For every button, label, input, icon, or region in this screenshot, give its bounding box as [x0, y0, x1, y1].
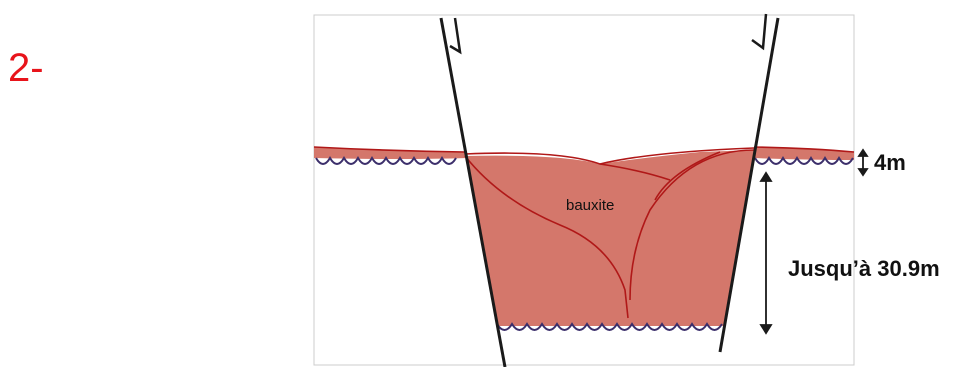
bauxite-body	[465, 150, 754, 326]
depth-label: Jusqu’à 30.9m	[788, 256, 940, 281]
depth-arrow	[761, 173, 771, 333]
thickness-arrow	[859, 150, 867, 175]
right-slip-arrow	[752, 14, 766, 48]
slip-markers	[450, 14, 766, 52]
bauxite-label: bauxite	[566, 197, 614, 214]
left-slip-arrow	[450, 18, 460, 52]
thickness-label: 4m	[874, 150, 906, 175]
